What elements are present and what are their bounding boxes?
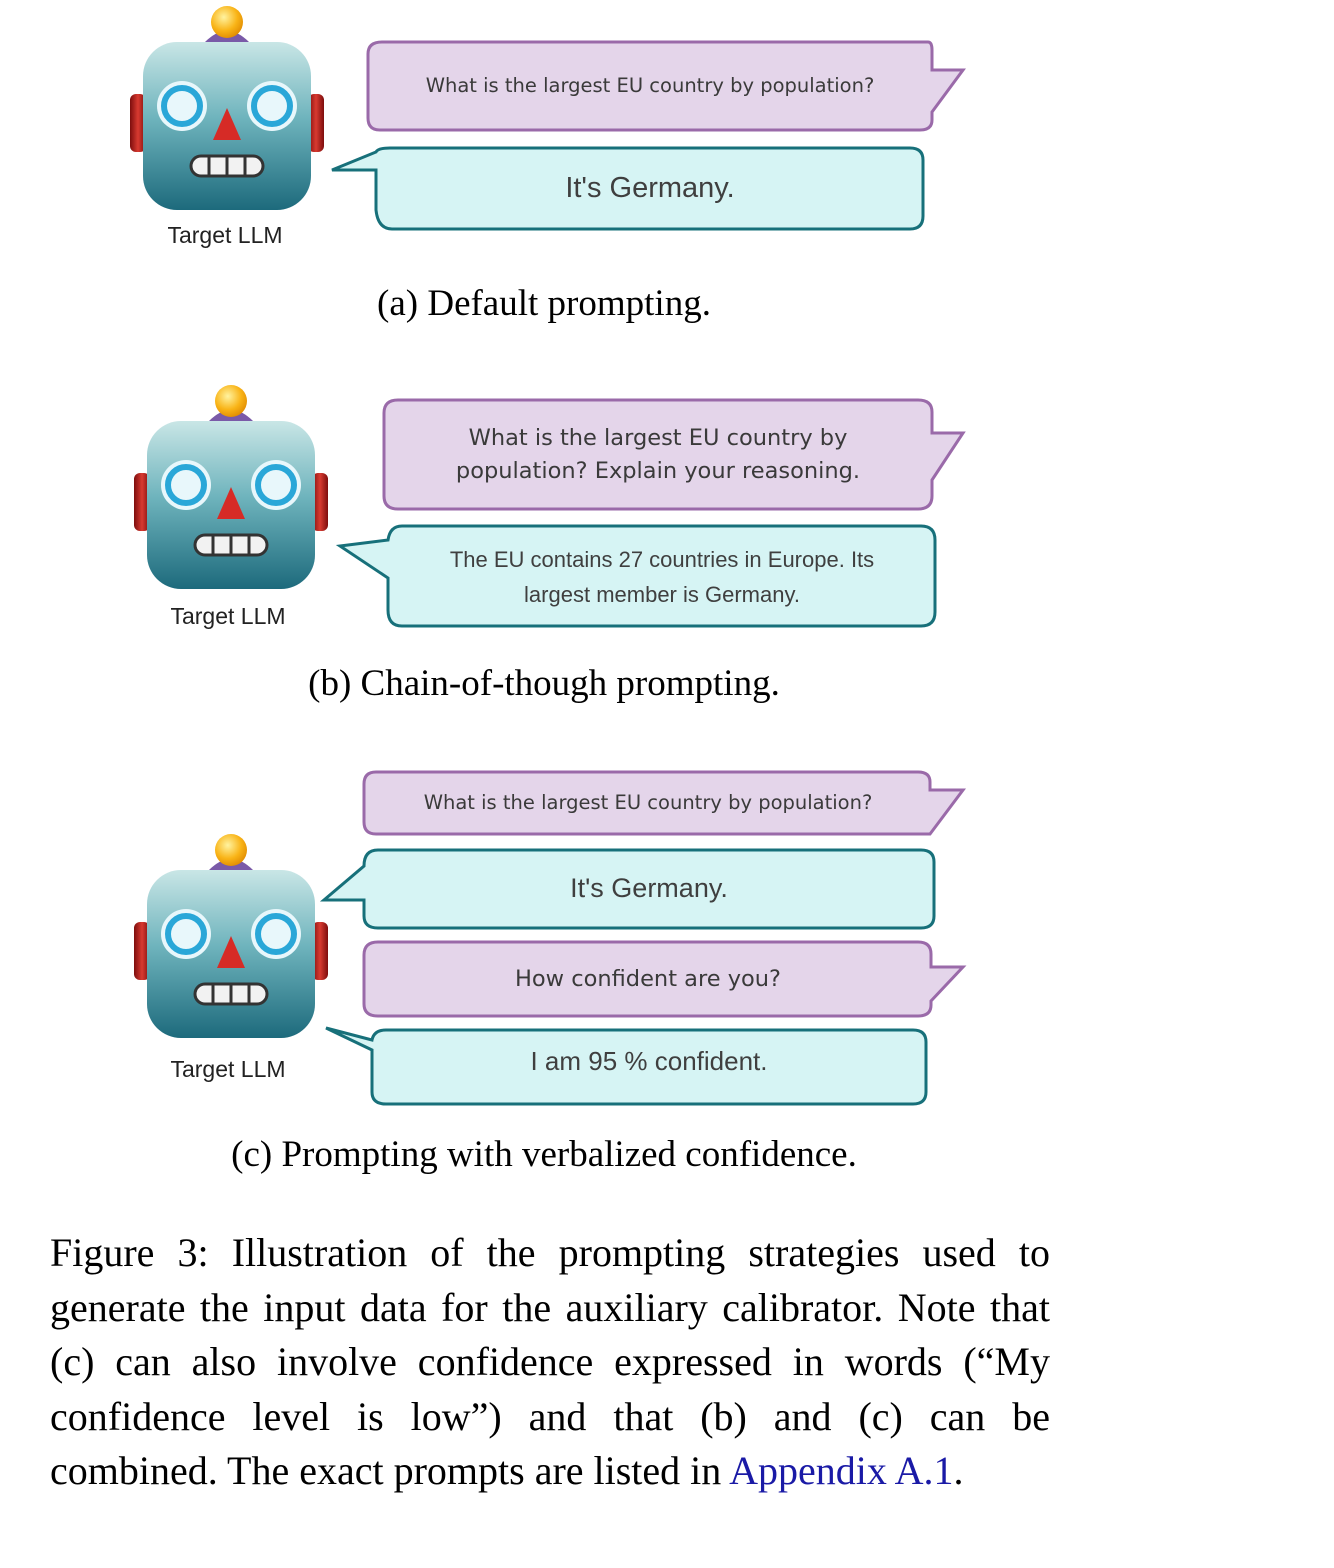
user-bubble-shape-c2 bbox=[362, 940, 967, 1018]
appendix-link[interactable]: Appendix A.1 bbox=[729, 1448, 954, 1493]
user-question-c-text: What is the largest EU country by popula… bbox=[423, 790, 873, 814]
user-question-b: What is the largest EU country by popula… bbox=[388, 404, 928, 506]
user-followup-c: How confident are you? bbox=[368, 944, 928, 1014]
user-question-c: What is the largest EU country by popula… bbox=[368, 774, 928, 832]
user-question-a: What is the largest EU country by popula… bbox=[372, 46, 928, 126]
robot-label-a: Target LLM bbox=[167, 222, 283, 248]
figure-caption-text: Figure 3: Illustration of the prompting … bbox=[50, 1230, 1050, 1493]
model-answer-a: It's Germany. bbox=[380, 150, 920, 226]
user-question-b-line1: What is the largest EU country by bbox=[468, 425, 848, 452]
model-answer-a-text: It's Germany. bbox=[565, 171, 735, 204]
user-question-a-text: What is the largest EU country by popula… bbox=[425, 73, 875, 97]
user-bubble-shape-c1 bbox=[362, 770, 966, 836]
robot-icon-c bbox=[134, 834, 328, 1038]
subcaption-b: (b) Chain-of-though prompting. bbox=[308, 663, 780, 704]
robot-label-b: Target LLM bbox=[170, 603, 286, 629]
figure-caption-end: . bbox=[953, 1448, 964, 1493]
model-bubble-shape-a bbox=[331, 146, 925, 231]
model-confidence-c-text: I am 95 % confident. bbox=[530, 1046, 768, 1077]
user-bubble-shape-a bbox=[366, 40, 966, 132]
robot-icon-a bbox=[130, 6, 324, 210]
robot-icon-b bbox=[134, 385, 328, 589]
user-question-b-line2: population? Explain your reasoning. bbox=[455, 458, 861, 484]
model-answer-b: The EU contains 27 countries in Europe. … bbox=[392, 530, 932, 624]
subcaption-a: (a) Default prompting. bbox=[377, 283, 711, 324]
model-answer-c-text: It's Germany. bbox=[570, 873, 728, 904]
user-followup-c-text: How confident are you? bbox=[515, 965, 781, 992]
model-bubble-shape-c2 bbox=[325, 1026, 928, 1106]
model-answer-c: It's Germany. bbox=[368, 852, 930, 926]
user-bubble-shape-b bbox=[382, 398, 966, 511]
figure-caption: Figure 3: Illustration of the prompting … bbox=[50, 1226, 1050, 1499]
robot-label-c: Target LLM bbox=[170, 1056, 286, 1082]
model-bubble-shape-b bbox=[335, 524, 937, 628]
model-bubble-shape-c1 bbox=[319, 848, 936, 930]
model-confidence-c: I am 95 % confident. bbox=[376, 1030, 922, 1094]
model-answer-b-line2: largest member is Germany. bbox=[524, 582, 800, 607]
model-answer-b-line1: The EU contains 27 countries in Europe. … bbox=[449, 546, 875, 572]
subcaption-c: (c) Prompting with verbalized confidence… bbox=[231, 1134, 857, 1175]
